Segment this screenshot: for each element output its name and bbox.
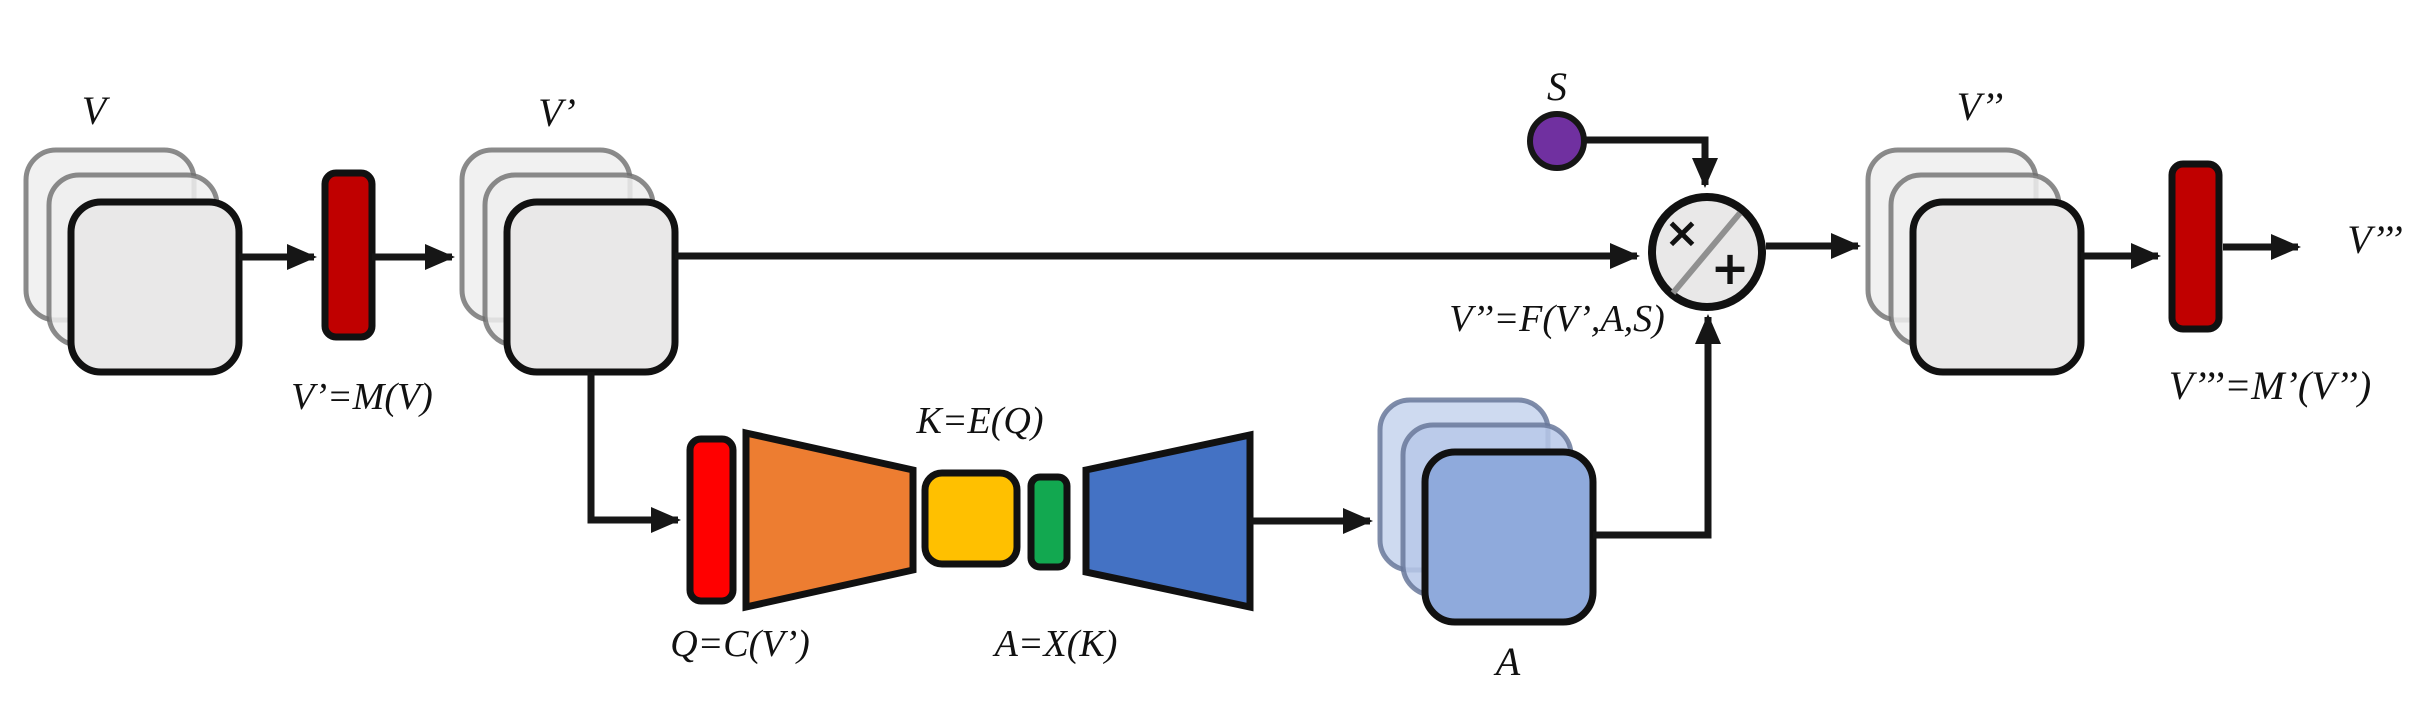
vprime-stack-label: V’ <box>538 90 576 135</box>
v-frame-front <box>67 198 243 376</box>
v-stack-label: V <box>82 88 111 133</box>
mask-module-bar <box>321 169 376 341</box>
mask-equation-label: V’=M(V) <box>291 376 433 418</box>
vprime-frame-stack: V’ <box>459 90 679 376</box>
encoder-trapezoid <box>742 428 917 612</box>
attention-map-front <box>1421 448 1597 626</box>
fusion-operator: × + <box>1648 193 1766 311</box>
fusion-equation-label: V’’=F(V’,A,S) <box>1449 298 1665 340</box>
vdprime-frame-front <box>1909 198 2085 376</box>
query-bar <box>686 435 737 605</box>
attention-equation-label: A=X(K) <box>992 623 1118 665</box>
key-block <box>921 469 1021 568</box>
mask-out-module-bar <box>2168 160 2223 333</box>
attention-map-stack: A <box>1377 397 1597 684</box>
decoder-trapezoid <box>1082 430 1254 612</box>
plus-icon: + <box>1711 241 1750 295</box>
scalar-label: S <box>1547 64 1567 109</box>
operator-divider-line <box>1670 211 1743 295</box>
mask-out-equation-label: V’’’=M’(V’’) <box>2169 363 2371 408</box>
multiply-icon: × <box>1664 208 1699 257</box>
vdprime-stack-label: V’’ <box>1957 84 2004 129</box>
vprime-frame-front <box>503 198 679 376</box>
arrow-vprime-to-query <box>587 372 681 533</box>
vdprime-frame-stack: V’’ <box>1865 84 2085 376</box>
query-equation-label: Q=C(V’) <box>670 623 810 665</box>
v-frame-stack: V <box>23 88 243 376</box>
arrow-scalar-to-operator <box>1585 136 1718 188</box>
bottleneck-bar <box>1027 473 1071 571</box>
attention-stack-label: A <box>1493 639 1521 684</box>
arrow-attention-to-operator <box>1593 314 1721 539</box>
output-label: V’’’ <box>2347 217 2403 262</box>
scalar-node <box>1527 111 1587 171</box>
key-equation-label: K=E(Q) <box>916 400 1044 442</box>
